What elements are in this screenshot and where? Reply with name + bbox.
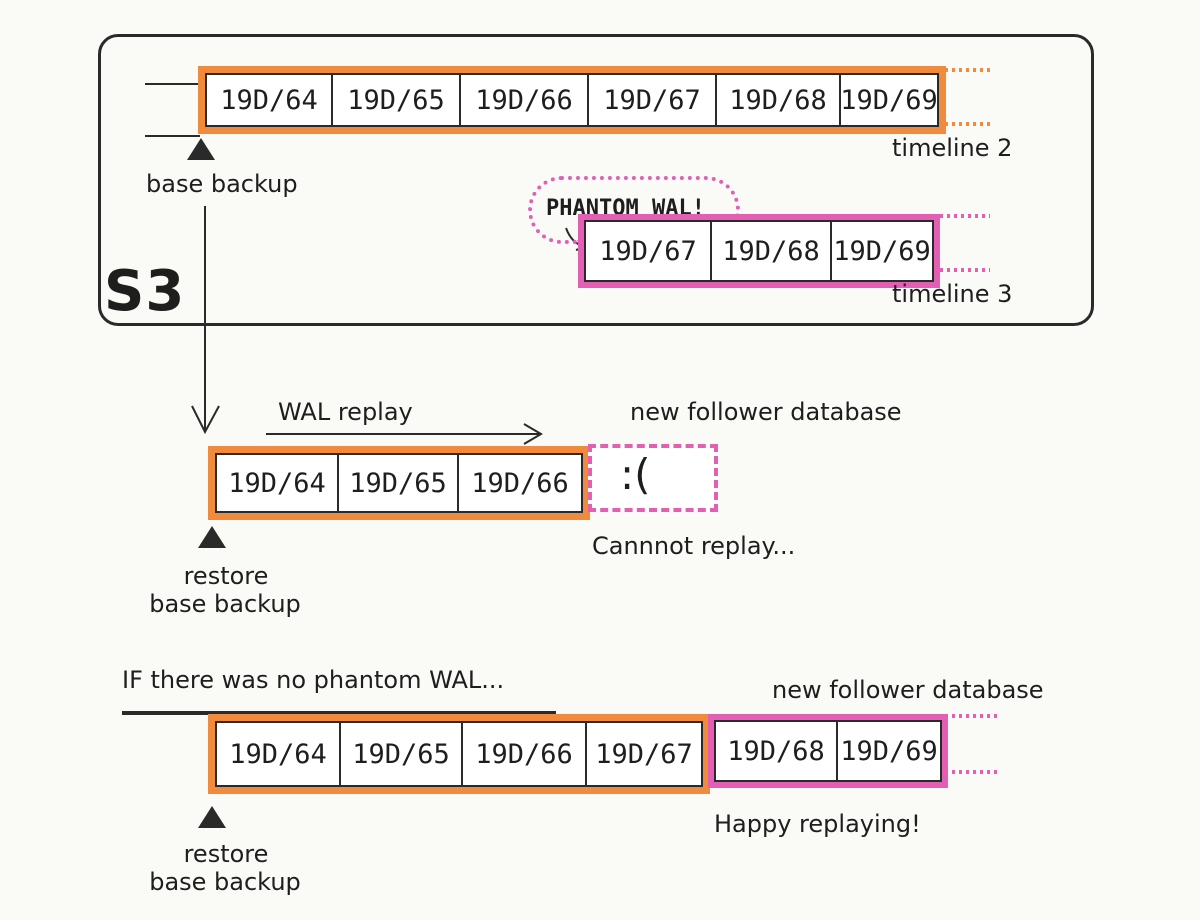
base-backup-marker xyxy=(187,138,215,160)
wal-segment: 19D/69 xyxy=(840,73,939,127)
base-backup-label: base backup xyxy=(146,170,298,198)
missing-wal-segment xyxy=(588,444,718,512)
wal-segment: 19D/66 xyxy=(459,453,583,513)
base-backup-label: base backup xyxy=(149,590,301,618)
wal-segment: 19D/69 xyxy=(832,220,934,282)
wal-segment: 19D/68 xyxy=(712,220,832,282)
restore-label: restore xyxy=(183,562,269,590)
alternative-heading: IF there was no phantom WAL... xyxy=(122,666,505,694)
new-follower-label: new follower database xyxy=(772,676,1044,704)
wal-segment: 19D/67 xyxy=(584,220,712,282)
wal-segment: 19D/65 xyxy=(341,721,463,787)
alt-wal-strip-restored: 19D/64 19D/65 19D/66 19D/67 xyxy=(208,714,710,794)
wal-segment: 19D/67 xyxy=(589,73,717,127)
timeline-3-strip: 19D/67 19D/68 19D/69 xyxy=(578,214,940,288)
wal-segment: 19D/64 xyxy=(215,721,341,787)
restore-point-marker xyxy=(198,526,226,548)
wal-segment: 19D/65 xyxy=(333,73,461,127)
wal-segment: 19D/64 xyxy=(215,453,339,513)
happy-replaying-status: Happy replaying! xyxy=(714,810,921,838)
sad-face-icon: :( xyxy=(620,450,651,499)
wal-replay-label: WAL replay xyxy=(278,398,413,426)
wal-segment: 19D/66 xyxy=(463,721,587,787)
alt-wal-strip-follower: 19D/68 19D/69 xyxy=(708,714,948,788)
timeline-2-strip: 19D/64 19D/65 19D/66 19D/67 19D/68 19D/6… xyxy=(198,66,946,134)
restored-wal-strip: 19D/64 19D/65 19D/66 xyxy=(208,446,590,520)
s3-bucket-frame xyxy=(98,34,1094,326)
wal-segment: 19D/68 xyxy=(717,73,841,127)
timeline-3-label: timeline 3 xyxy=(892,280,1013,308)
wal-segment: 19D/64 xyxy=(205,73,333,127)
wal-segment: 19D/66 xyxy=(461,73,589,127)
s3-label: S3 xyxy=(104,259,186,324)
restore-point-marker xyxy=(198,806,226,828)
wal-segment: 19D/67 xyxy=(587,721,703,787)
wal-segment: 19D/65 xyxy=(339,453,459,513)
restore-label: restore xyxy=(183,840,269,868)
cannot-replay-status: Cannnot replay... xyxy=(592,532,796,560)
wal-segment: 19D/68 xyxy=(714,720,838,782)
base-backup-label: base backup xyxy=(149,868,301,896)
timeline-2-label: timeline 2 xyxy=(892,134,1013,162)
wal-segment: 19D/69 xyxy=(838,720,942,782)
new-follower-label: new follower database xyxy=(630,398,902,426)
